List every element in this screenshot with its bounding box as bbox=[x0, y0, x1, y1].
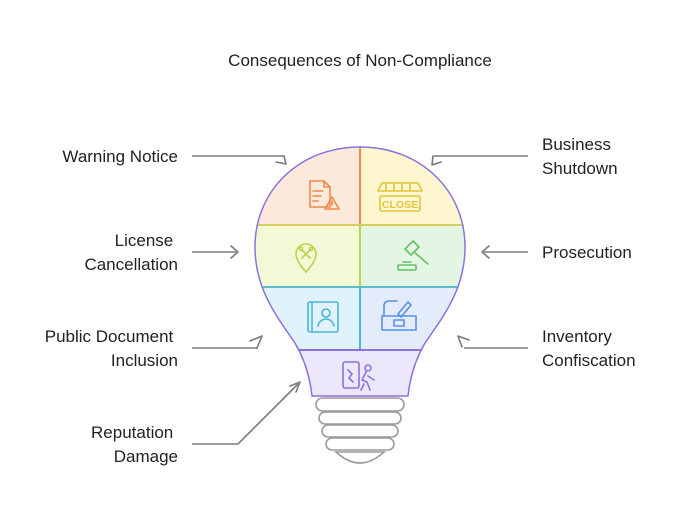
arrow-reputation-damage bbox=[192, 381, 301, 445]
label-business-shutdown: Business Shutdown bbox=[542, 135, 618, 178]
label-line: Inventory bbox=[542, 327, 612, 346]
diagram-title: Consequences of Non-Compliance bbox=[228, 51, 492, 70]
gavel-icon bbox=[397, 240, 429, 271]
label-line: License bbox=[115, 231, 174, 250]
label-reputation-damage: Reputation Damage bbox=[91, 423, 178, 466]
label-public-document-inclusion: Public Document Inclusion bbox=[45, 327, 178, 370]
segment-labels: Warning Notice Business Shutdown License… bbox=[45, 135, 636, 466]
label-line: Prosecution bbox=[542, 243, 632, 262]
bulb-body bbox=[255, 147, 465, 396]
label-line: Warning Notice bbox=[62, 147, 178, 166]
reputation-damage-icon bbox=[342, 361, 375, 391]
bulb-screw-base bbox=[315, 397, 405, 464]
segment-inventory-confiscation bbox=[359, 286, 465, 351]
closed-shop-icon: CLOSE bbox=[377, 182, 423, 212]
label-line: Cancellation bbox=[84, 255, 178, 274]
confiscation-icon bbox=[381, 300, 417, 331]
label-warning-notice: Warning Notice bbox=[62, 147, 178, 166]
cancelled-license-icon bbox=[295, 243, 317, 273]
label-license-cancellation: License Cancellation bbox=[84, 231, 178, 274]
segment-warning-notice bbox=[255, 147, 361, 226]
connector-arrows bbox=[192, 155, 528, 445]
warning-document-icon bbox=[309, 180, 340, 210]
label-line: Public Document bbox=[45, 327, 174, 346]
label-line: Damage bbox=[114, 447, 178, 466]
arrow-license-cancellation bbox=[192, 245, 239, 259]
label-inventory-confiscation: Inventory Confiscation bbox=[542, 327, 636, 370]
label-line: Confiscation bbox=[542, 351, 636, 370]
arrow-prosecution bbox=[481, 245, 528, 259]
label-line: Reputation bbox=[91, 423, 173, 442]
arrow-business-shutdown bbox=[431, 155, 528, 166]
svg-text:CLOSE: CLOSE bbox=[382, 199, 418, 211]
label-line: Business bbox=[542, 135, 611, 154]
label-line: Shutdown bbox=[542, 159, 618, 178]
label-prosecution: Prosecution bbox=[542, 243, 632, 262]
arrow-warning-notice bbox=[192, 155, 287, 165]
bulb-outline bbox=[254, 146, 466, 397]
arrow-inventory-confiscation bbox=[457, 335, 528, 349]
segment-reputation-damage bbox=[255, 349, 465, 396]
arrow-public-document-inclusion bbox=[192, 335, 263, 349]
public-record-icon bbox=[307, 301, 339, 333]
label-line: Inclusion bbox=[111, 351, 178, 370]
